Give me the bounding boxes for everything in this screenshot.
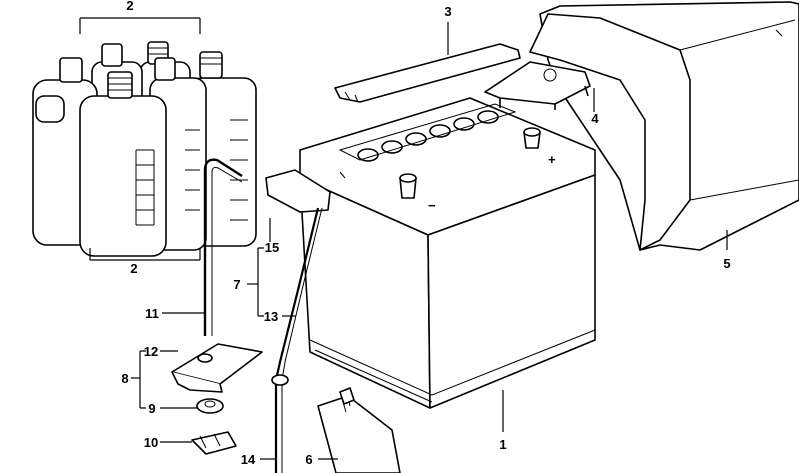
- water-bottles-part-2: [32, 41, 257, 257]
- callout-8: 8: [121, 371, 128, 386]
- terminal-cover-strip-part-3: [334, 43, 521, 103]
- callout-11: 11: [145, 306, 159, 321]
- positive-terminal-cover-part-4: [484, 61, 591, 110]
- leader-lines: [79, 17, 728, 460]
- battery-terminal-positive: [523, 127, 541, 149]
- callout-3: 3: [444, 4, 451, 19]
- battery-part-1: + −: [299, 97, 596, 409]
- callout-15: 15: [265, 240, 279, 255]
- clamp-part-10: [191, 431, 237, 455]
- callout-6: 6: [305, 452, 312, 467]
- plus-symbol: +: [548, 152, 556, 167]
- callout-10: 10: [144, 435, 158, 450]
- minus-symbol: −: [428, 198, 436, 213]
- holding-bracket-part-12: [171, 343, 263, 393]
- vent-cap-part-6: [317, 387, 401, 473]
- battery-terminal-negative: [399, 173, 417, 199]
- callout-9: 9: [148, 401, 155, 416]
- callout-2-bottom: 2: [130, 261, 137, 276]
- vent-tube-part-11: [203, 158, 243, 336]
- callout-14: 14: [241, 452, 256, 467]
- nut-part-9: [196, 398, 224, 414]
- callout-2-top: 2: [126, 0, 133, 13]
- callout-5: 5: [723, 256, 730, 271]
- callout-13: 13: [264, 309, 278, 324]
- callout-12: 12: [144, 344, 158, 359]
- callout-labels: 2 2 3 4 5 1 6 7 15 13 11 8 12 9 10 14: [121, 0, 730, 467]
- callout-4: 4: [591, 111, 599, 126]
- callout-7: 7: [233, 277, 240, 292]
- callout-1: 1: [499, 437, 506, 452]
- battery-cable-parts-7-13-15: [265, 169, 331, 473]
